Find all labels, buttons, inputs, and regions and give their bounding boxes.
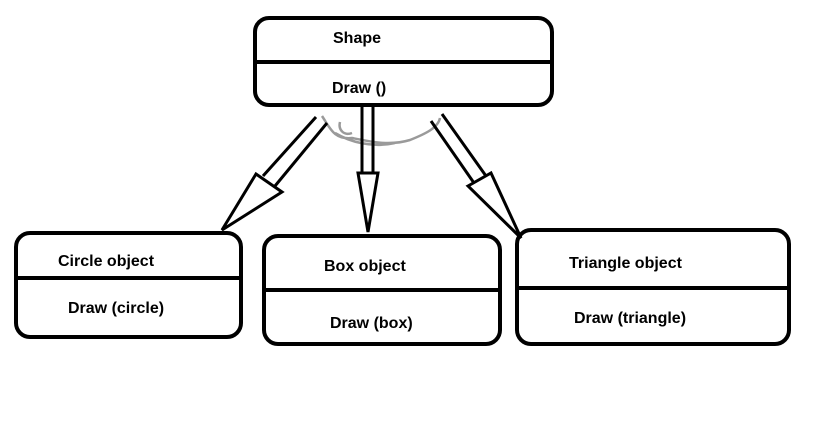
- class-name-triangle: Triangle object: [569, 255, 682, 272]
- class-box-triangle: Triangle object Draw (triangle): [515, 228, 791, 346]
- class-divider: [14, 276, 243, 280]
- class-divider: [262, 288, 502, 292]
- class-name-circle: Circle object: [58, 253, 155, 270]
- arrow-to-circle: [220, 115, 329, 232]
- class-name-shape: Shape: [333, 30, 382, 47]
- class-divider: [253, 60, 554, 64]
- class-method-circle: Draw (circle): [68, 300, 165, 317]
- class-box-box: Box object Draw (box): [262, 234, 502, 346]
- class-box-circle: Circle object Draw (circle): [14, 231, 243, 339]
- class-name-box: Box object: [324, 258, 406, 275]
- class-divider: [515, 286, 791, 290]
- scribble-mark: [320, 115, 442, 147]
- class-method-triangle: Draw (triangle): [574, 310, 687, 327]
- class-method-box: Draw (box): [330, 315, 413, 332]
- class-box-shape: Shape Draw (): [253, 16, 554, 107]
- arrow-to-box: [356, 106, 380, 233]
- class-method-shape: Draw (): [332, 80, 387, 97]
- arrow-to-triangle: [429, 113, 523, 240]
